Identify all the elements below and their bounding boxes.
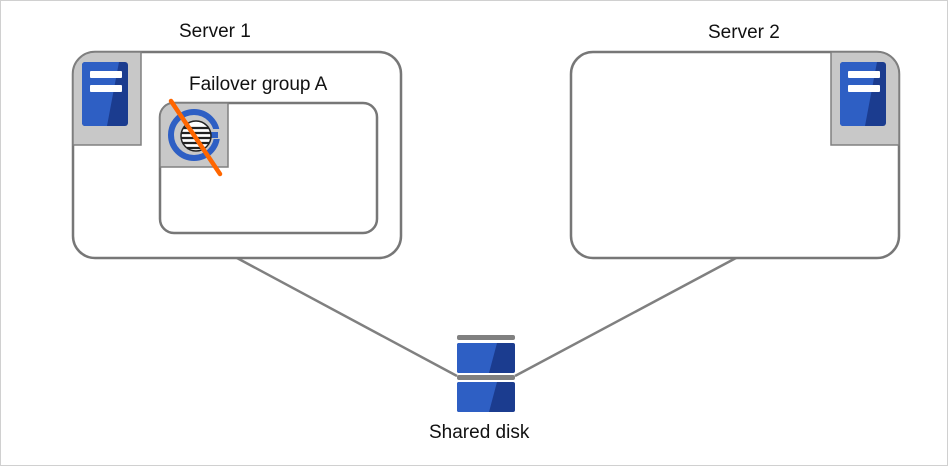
resource-stopped-icon: [159, 98, 229, 177]
server2-frame: [569, 50, 901, 260]
failover-group-label: Failover group A: [189, 74, 328, 95]
server-icon: [72, 51, 142, 146]
link-server2-disk: [514, 256, 737, 378]
server2-label: Server 2: [708, 22, 780, 43]
server1-label: Server 1: [179, 21, 251, 42]
disk-icon: [457, 335, 515, 412]
shared-disk-label: Shared disk: [429, 422, 530, 443]
server-icon: [830, 51, 900, 146]
link-server1-disk: [236, 256, 458, 378]
